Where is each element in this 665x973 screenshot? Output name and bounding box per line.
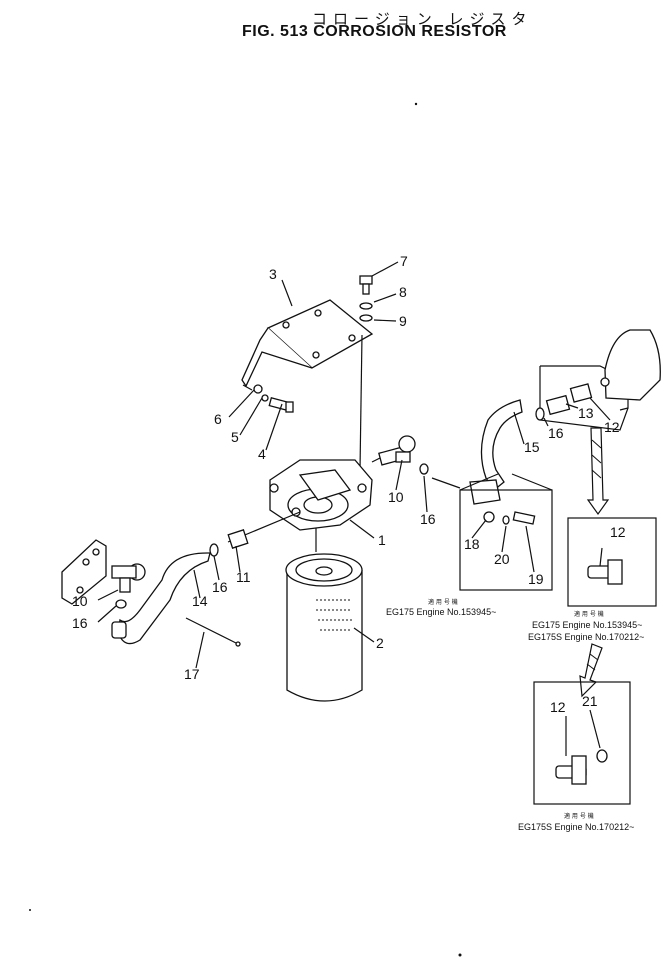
callout-12-upper: 12 [604,419,620,435]
callout-16-mid: 16 [212,579,228,595]
filter-head-part [269,459,373,531]
callout-4: 4 [258,446,266,462]
callout-20: 20 [494,551,510,567]
callout-5: 5 [231,429,239,445]
arrow-down-1 [586,427,610,516]
washer-16-right [419,463,429,475]
callout-12-box2: 12 [610,524,626,540]
callout-16-left: 16 [72,615,88,631]
callout-19: 19 [528,571,544,587]
leader-lines [97,261,611,669]
callout-11: 11 [236,569,251,585]
bolt-4 [253,384,294,413]
callout-16-right: 16 [420,511,436,527]
note-box3-serial: EG175S Engine No.170212~ [518,822,634,832]
title-japanese: コロージョン レジスタ [312,10,533,28]
note-box2-serial-1: EG175 Engine No.153945~ [532,620,642,630]
figure-title: FIG. 513 CORROSION RESISTOR [242,23,507,40]
callout-21: 21 [582,693,598,709]
callout-3: 3 [269,266,277,282]
callout-labels: 3 7 8 9 6 5 4 1 2 10 16 11 16 14 10 16 1… [72,253,626,715]
callout-18: 18 [464,536,480,552]
note-box1-jp: 適 用 号 機 [428,598,458,606]
note-box2-jp: 適 用 号 機 [574,610,604,618]
callout-17: 17 [184,666,200,682]
callout-2: 2 [376,635,384,651]
fitting-12-13-assembly [535,329,661,431]
bracket-part [241,299,374,471]
fitting-12-detail-1 [587,547,623,585]
right-tube-assembly [431,399,536,525]
callout-1: 1 [378,532,386,548]
callout-7: 7 [400,253,408,269]
callout-10-right: 10 [388,489,404,505]
left-tube-assembly [111,511,301,645]
note-box2-serial-2: EG175S Engine No.170212~ [528,632,644,642]
callout-10-left: 10 [72,593,88,609]
callout-9: 9 [399,313,407,329]
note-box1-serial: EG175 Engine No.153945~ [386,607,496,617]
applicability-notes: 適 用 号 機 EG175 Engine No.153945~ 適 用 号 機 … [386,598,644,832]
callout-14: 14 [192,593,208,609]
valve-10-left [111,563,146,593]
fitting-12-detail-2 [555,709,608,785]
washer-16-left [115,599,127,609]
filter-cartridge-part [285,553,363,702]
detail-box-2 [567,517,657,607]
callout-6: 6 [214,411,222,427]
callout-16-upper: 16 [548,425,564,441]
valve-10-right [371,435,416,466]
callout-15: 15 [524,439,540,455]
note-box3-jp: 適 用 号 機 [564,812,594,820]
plate-part [61,539,107,605]
detail-box-3 [533,681,631,805]
detail-box-1 [459,489,553,591]
bolt-7 [359,275,373,322]
callout-8: 8 [399,284,407,300]
arrow-down-2 [579,643,603,698]
callout-12-box3: 12 [550,699,566,715]
callout-13: 13 [578,405,594,421]
rod-17 [185,617,239,645]
